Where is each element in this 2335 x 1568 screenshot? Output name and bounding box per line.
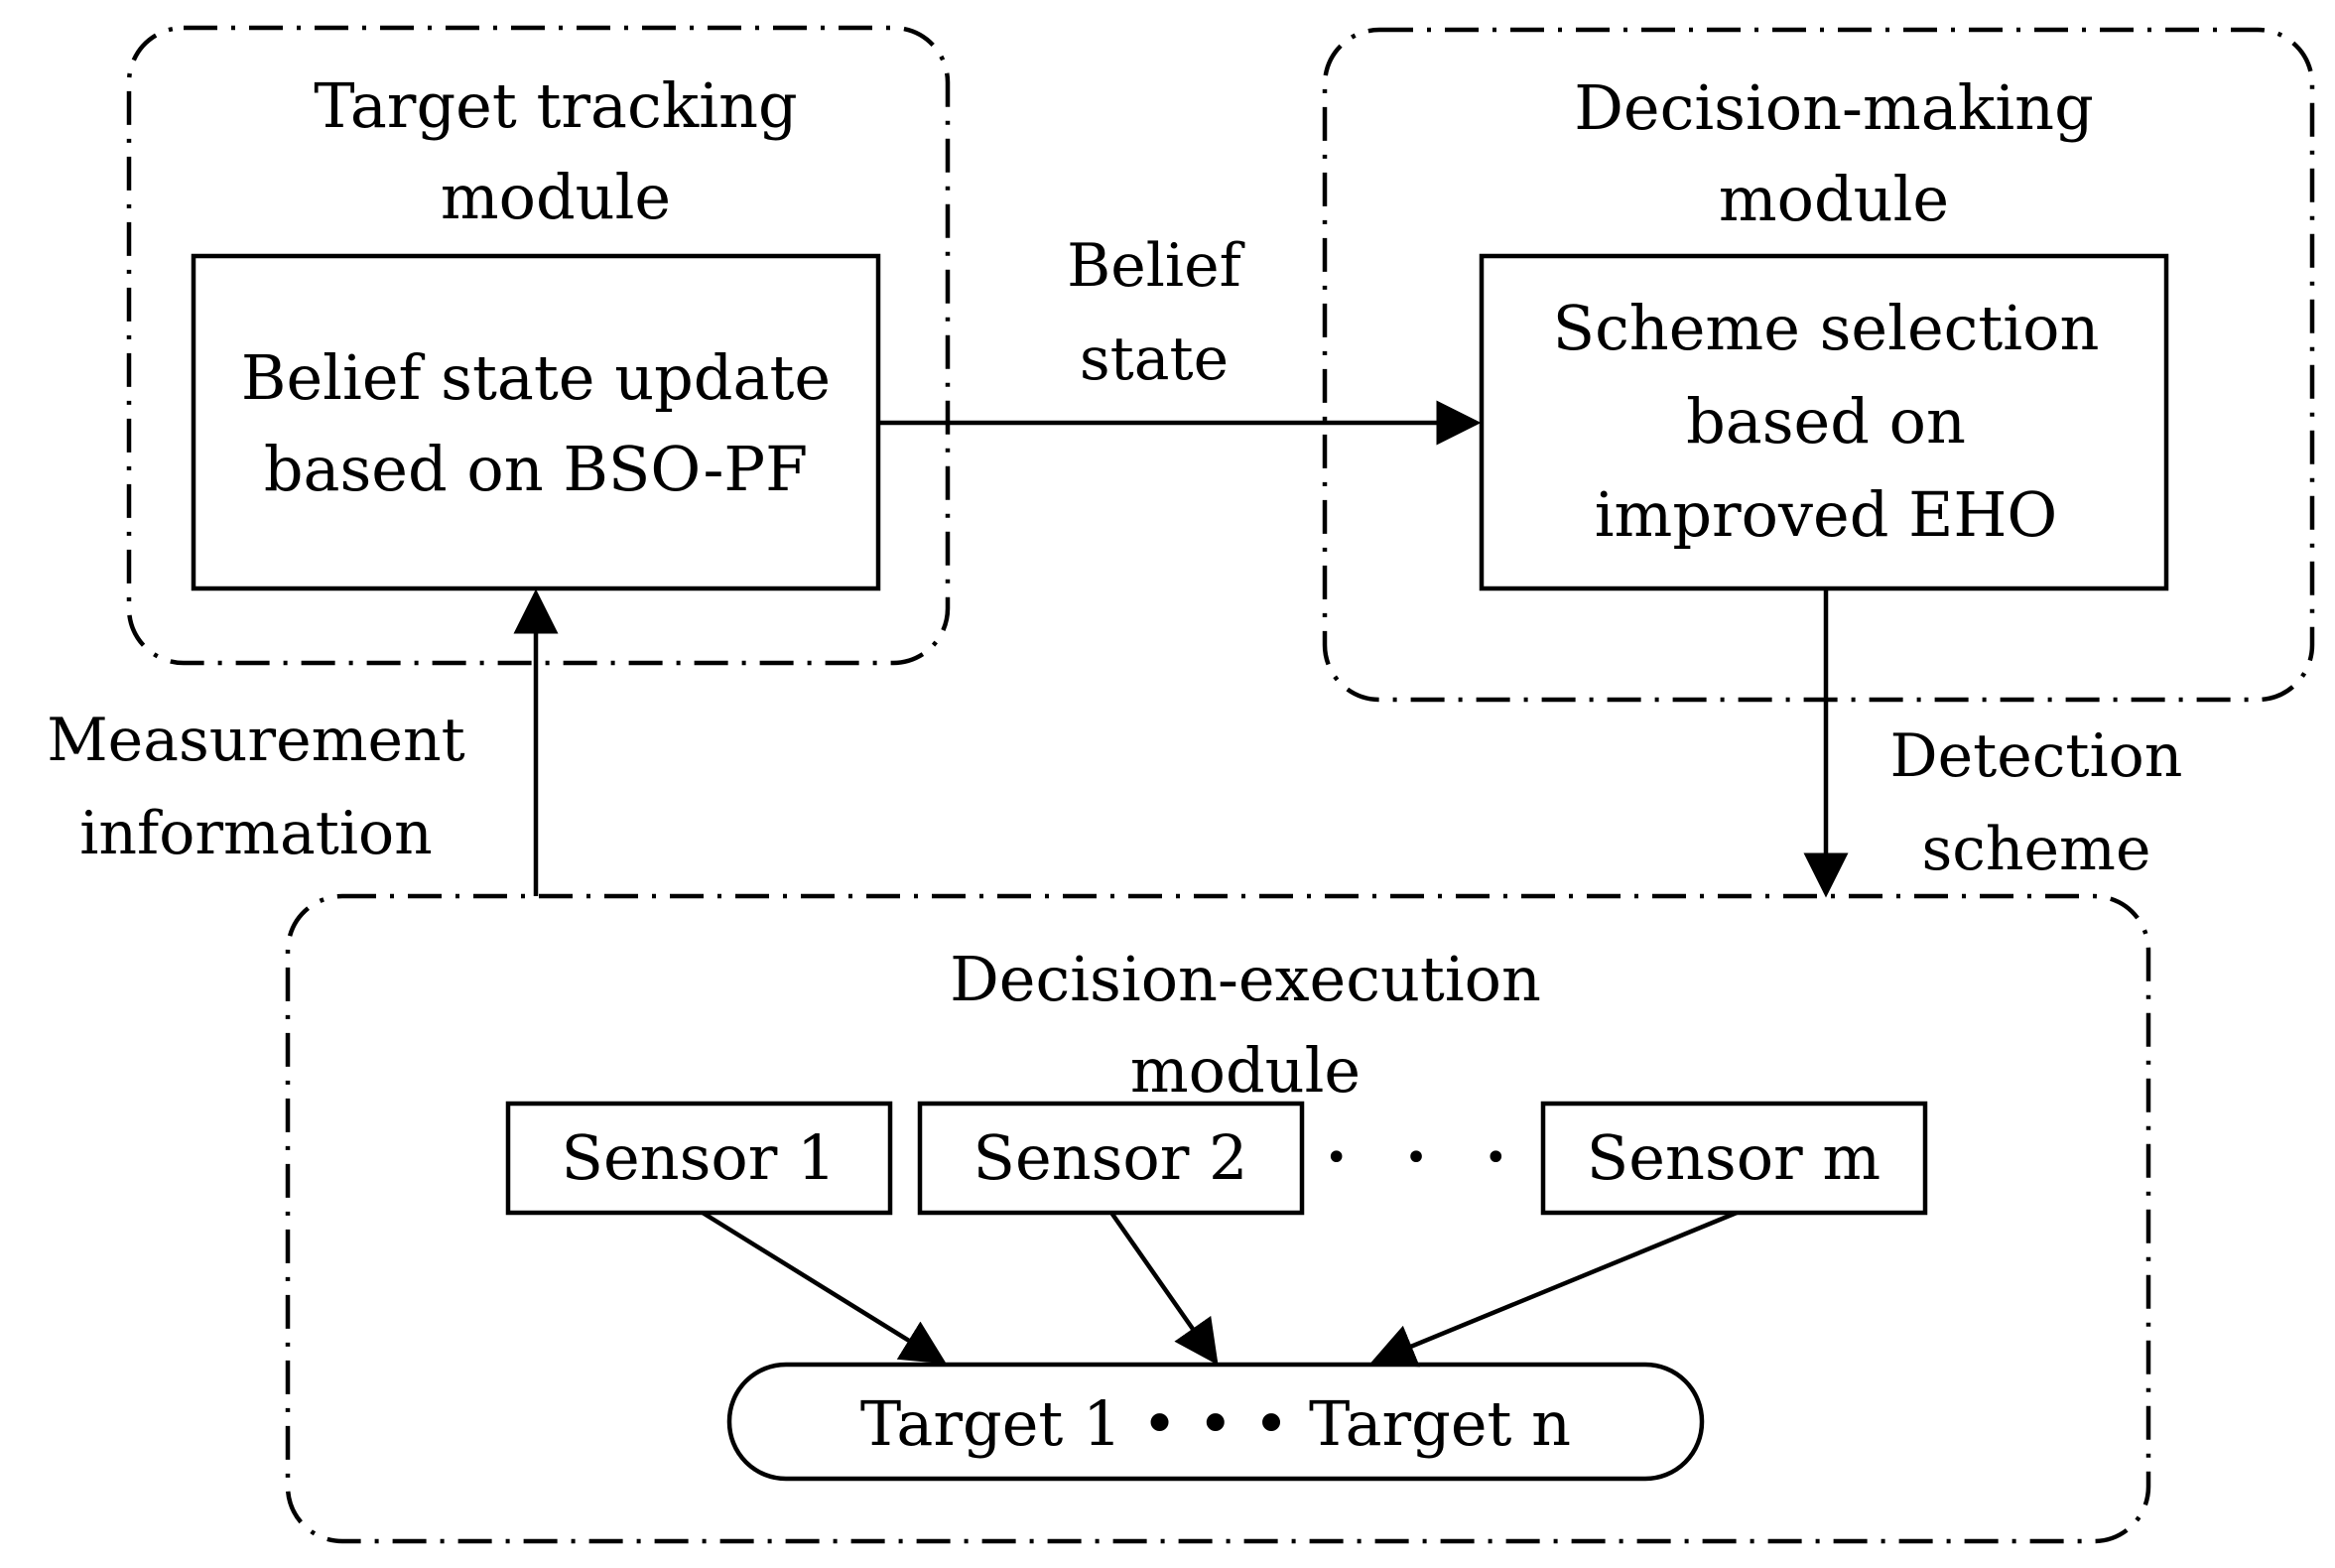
belief-state-label: Belief xyxy=(1067,231,1244,301)
scheme-selection-label-line2: based on xyxy=(1686,385,1966,457)
measurement-information-label-line2: information xyxy=(79,799,433,868)
decision-making-module-title: Decision-making xyxy=(1574,71,2094,144)
sensor-m-rect xyxy=(1540,1101,1928,1216)
decision-execution-module: Decision-execution module Sensor 1 Senso… xyxy=(285,893,2151,1544)
belief-state-update-label: Belief state update xyxy=(241,341,831,414)
sensor-m-label: Sensor m xyxy=(1587,1121,1881,1194)
sensor-1-to-targets-arrow xyxy=(701,1211,947,1365)
sensor-m-box: Sensor m xyxy=(1540,1101,1928,1216)
decision-making-module-title-line2: module xyxy=(1719,163,1949,235)
target-tracking-module-title-line2: module xyxy=(441,161,671,233)
belief-state-label-line2: state xyxy=(1080,325,1229,394)
sensor-m-to-targets-arrow xyxy=(1369,1210,1738,1368)
belief-state-edge: Belief state xyxy=(878,231,1482,446)
belief-state-update-label-line2: based on BSO-PF xyxy=(264,433,808,505)
target-tracking-module-title: Target tracking xyxy=(314,69,797,142)
sensor-ellipsis: • • • xyxy=(1325,1135,1529,1181)
sensor-1-rect xyxy=(505,1101,893,1216)
target-tracking-module-border xyxy=(126,25,951,666)
scheme-selection-box: Scheme selection based on improved EHO xyxy=(1479,253,2169,591)
targets-label: Target 1 • • • Target n xyxy=(860,1387,1571,1460)
sensor-2-rect xyxy=(917,1101,1305,1216)
sensor-2-box: Sensor 2 xyxy=(917,1101,1305,1216)
belief-state-update-box: Belief state update based on BSO-PF xyxy=(191,253,881,591)
targets-box: Target 1 • • • Target n xyxy=(726,1362,1705,1482)
decision-execution-module-title: Decision-execution xyxy=(950,943,1541,1015)
detection-scheme-edge: Detection scheme xyxy=(1803,588,2183,898)
detection-scheme-label-line2: scheme xyxy=(1922,815,2151,884)
belief-state-update-rect xyxy=(191,253,881,591)
decision-making-module-border xyxy=(1322,27,2315,703)
sensor-1-label: Sensor 1 xyxy=(561,1121,836,1194)
measurement-information-edge: Measurement information xyxy=(47,588,559,896)
decision-making-module: Decision-making module Scheme selection … xyxy=(1322,27,2315,703)
decision-execution-module-title-line2: module xyxy=(1130,1034,1361,1107)
detection-scheme-label: Detection xyxy=(1890,721,2183,791)
scheme-selection-label-line3: improved EHO xyxy=(1595,478,2058,551)
sensor-2-to-targets-arrow xyxy=(1109,1211,1219,1366)
target-tracking-module: Target tracking module Belief state upda… xyxy=(126,25,951,666)
decision-execution-module-border xyxy=(285,893,2151,1544)
scheme-selection-label: Scheme selection xyxy=(1553,292,2100,364)
sensor-1-box: Sensor 1 xyxy=(505,1101,893,1216)
measurement-information-label: Measurement xyxy=(47,706,465,775)
sensor-2-label: Sensor 2 xyxy=(973,1121,1247,1194)
